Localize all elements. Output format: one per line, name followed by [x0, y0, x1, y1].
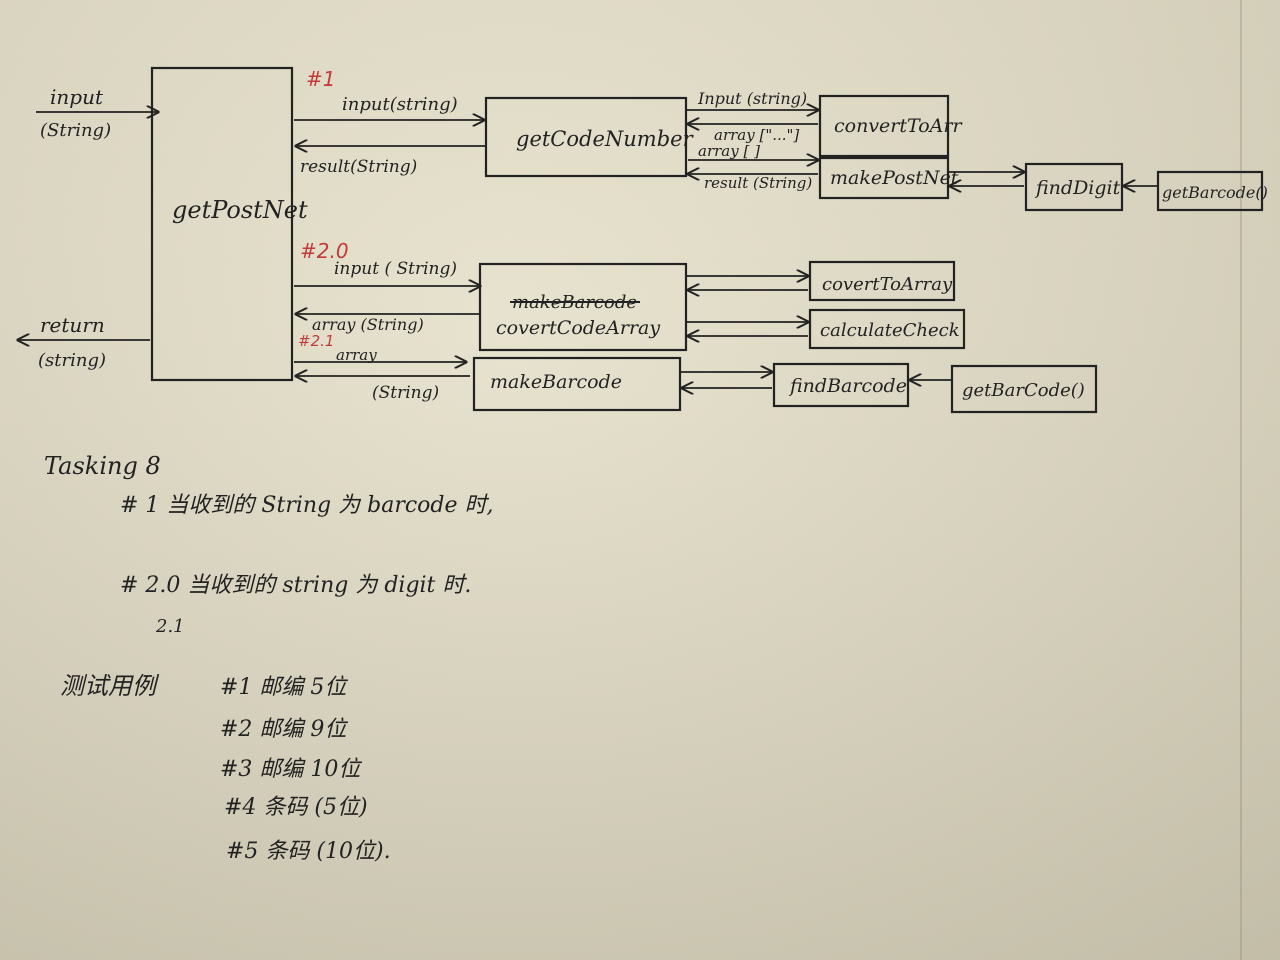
label-result-string-right: result (String)	[704, 174, 812, 192]
outer-return-label: return	[40, 313, 105, 337]
label-array-2: array	[336, 346, 377, 364]
outer-input-type: (String)	[40, 120, 111, 141]
marker-2-0: #2.0	[300, 239, 349, 263]
label-array-empty: array [ ]	[698, 142, 760, 160]
notes-title: Tasking 8	[44, 452, 161, 480]
finddigit-box	[1024, 162, 1124, 212]
finddigit-label: findDigit	[1034, 177, 1121, 199]
getpostnet-label: getPostNet	[172, 196, 308, 224]
makebarcode-box	[472, 356, 682, 412]
calculatecheck-label: calculateCheck	[820, 320, 960, 341]
calculatecheck-box	[808, 308, 966, 350]
outer-return-type: (string)	[38, 350, 106, 371]
findbarcode-label: findBarcode	[788, 375, 907, 397]
page-edge	[1240, 0, 1242, 960]
test-item-3: #3 邮编 10位	[220, 757, 362, 782]
makebarcode-label: makeBarcode	[490, 371, 622, 393]
converttoarr-box	[818, 94, 950, 158]
covertcodearray-label: covertCodeArray	[496, 317, 660, 339]
label-result-string: result(String)	[300, 157, 417, 177]
getbarcode-label: getBarcode()	[1162, 183, 1268, 202]
notes-line-3: 2.1	[155, 616, 185, 637]
label-input-string-2: input ( String)	[334, 259, 457, 279]
test-item-2: #2 邮编 9位	[220, 717, 348, 742]
getbarcode-box	[1156, 170, 1264, 212]
test-item-1: #1 邮编 5位	[220, 675, 348, 700]
getpostnet-box	[150, 66, 294, 382]
tests-label: 测试用例	[60, 672, 160, 700]
label-array-dots: array ["..."]	[714, 126, 799, 144]
marker-2-1: #2.1	[298, 332, 334, 350]
converttoarr-label: convertToArr	[834, 115, 963, 137]
notes-line-1: # 1 当收到的 String 为 barcode 时,	[120, 493, 494, 518]
findbarcode-box	[772, 362, 910, 408]
outer-input-label: input	[50, 85, 104, 109]
getbarcode2-label: getBarCode()	[962, 380, 1085, 401]
makepostnet-box	[818, 156, 950, 200]
label-input-string-right: Input (string)	[697, 89, 807, 108]
test-item-5: #5 条码 (10位).	[226, 839, 391, 864]
makepostnet-label: makePostNet	[830, 167, 959, 189]
coverttoarray-label: covertToArray	[822, 274, 953, 295]
getcodenumber-box	[484, 96, 688, 178]
getbarcode2-box	[950, 364, 1098, 414]
test-item-4: #4 条码 (5位)	[224, 795, 368, 820]
coverttoarray-box	[808, 260, 956, 302]
getcodenumber-label: getCodeNumber	[516, 127, 695, 151]
label-array-string: array (String)	[312, 315, 424, 334]
label-string-2: (String)	[372, 383, 439, 403]
marker-1: #1	[306, 67, 335, 91]
covertcodearray-box	[478, 262, 688, 352]
notes-line-2: # 2.0 当收到的 string 为 digit 时.	[120, 573, 471, 598]
label-input-string-1: input(string)	[342, 94, 458, 115]
